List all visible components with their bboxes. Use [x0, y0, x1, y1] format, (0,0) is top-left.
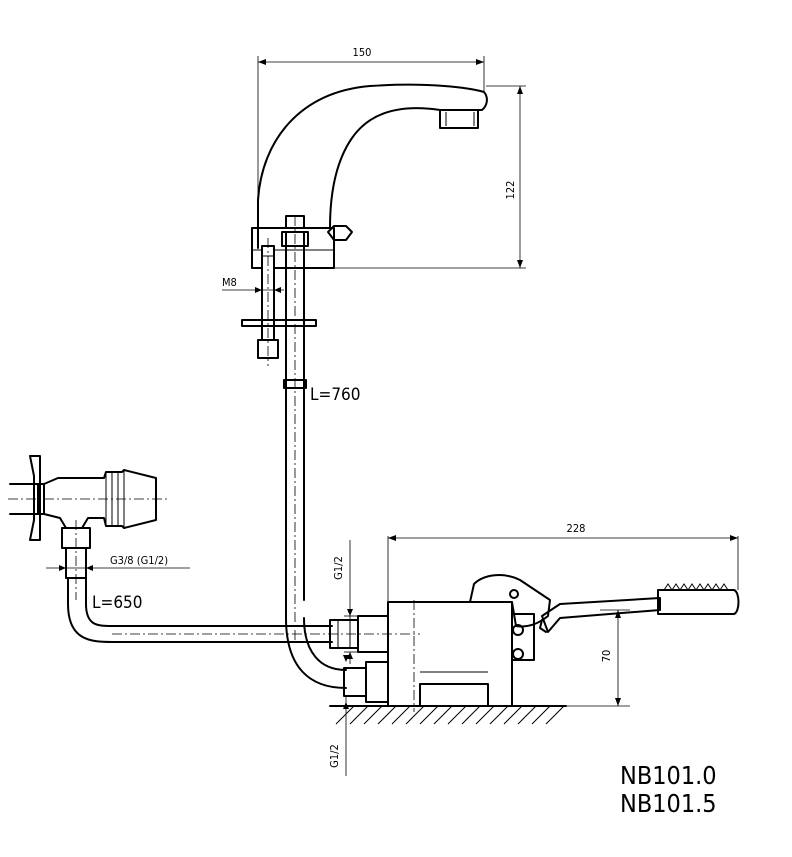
label-thread-valve: G3/8 (G1/2) — [110, 554, 168, 567]
faucet-spout — [251, 83, 488, 269]
dim-height-122: 122 — [504, 181, 517, 200]
vertical-hose — [281, 216, 347, 689]
label-hose-760: L=760 — [310, 385, 361, 405]
horizontal-hose — [67, 577, 420, 643]
label-hose-650: L=650 — [92, 593, 143, 613]
label-thread-lower: G1/2 — [328, 744, 341, 768]
label-thread-upper: G1/2 — [332, 556, 345, 580]
dimension-lines — [46, 56, 739, 776]
wall-angle-valve — [8, 455, 170, 600]
floor — [329, 705, 567, 725]
dim-length-228: 228 — [567, 522, 586, 535]
dim-bolt-m8: M8 — [222, 276, 237, 289]
mounting-bolt — [241, 238, 317, 366]
dim-height-70: 70 — [600, 650, 613, 663]
foot-pedal-valve — [329, 574, 740, 712]
dim-width-150: 150 — [353, 46, 372, 59]
model-code-1: NB101.0 — [620, 761, 717, 790]
model-code-2: NB101.5 — [620, 789, 717, 818]
